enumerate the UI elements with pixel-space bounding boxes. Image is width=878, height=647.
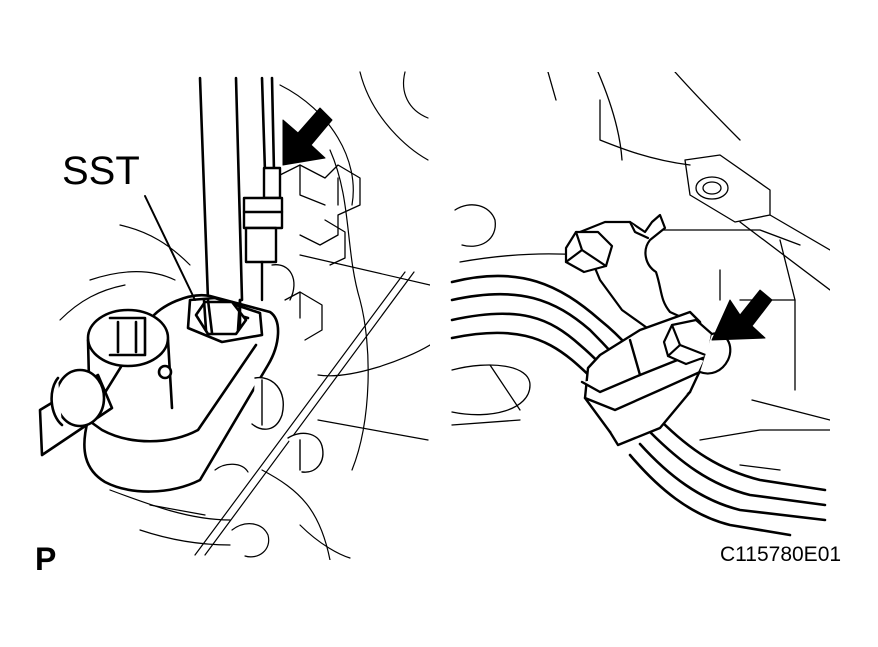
sst-label: SST xyxy=(62,149,140,193)
flare-nut xyxy=(242,166,284,302)
left-panel xyxy=(38,71,430,560)
housing-background xyxy=(59,71,430,560)
sst-wrench xyxy=(83,293,280,493)
lower-hardware xyxy=(251,376,324,473)
arrow-pointer-icon xyxy=(282,107,333,166)
connector-blocks xyxy=(271,164,361,341)
figure-code: C115780E01 xyxy=(720,543,842,566)
bolt-icon xyxy=(564,230,614,274)
bolt-icon-lower xyxy=(662,318,732,375)
pipes-front xyxy=(202,298,242,332)
right-panel xyxy=(450,72,830,537)
view-label: P xyxy=(35,541,57,577)
brake-pipes xyxy=(198,76,276,302)
sst-leader-line xyxy=(144,195,196,301)
wrench-handle xyxy=(38,368,114,457)
arrow-pointer-icon xyxy=(711,289,773,341)
